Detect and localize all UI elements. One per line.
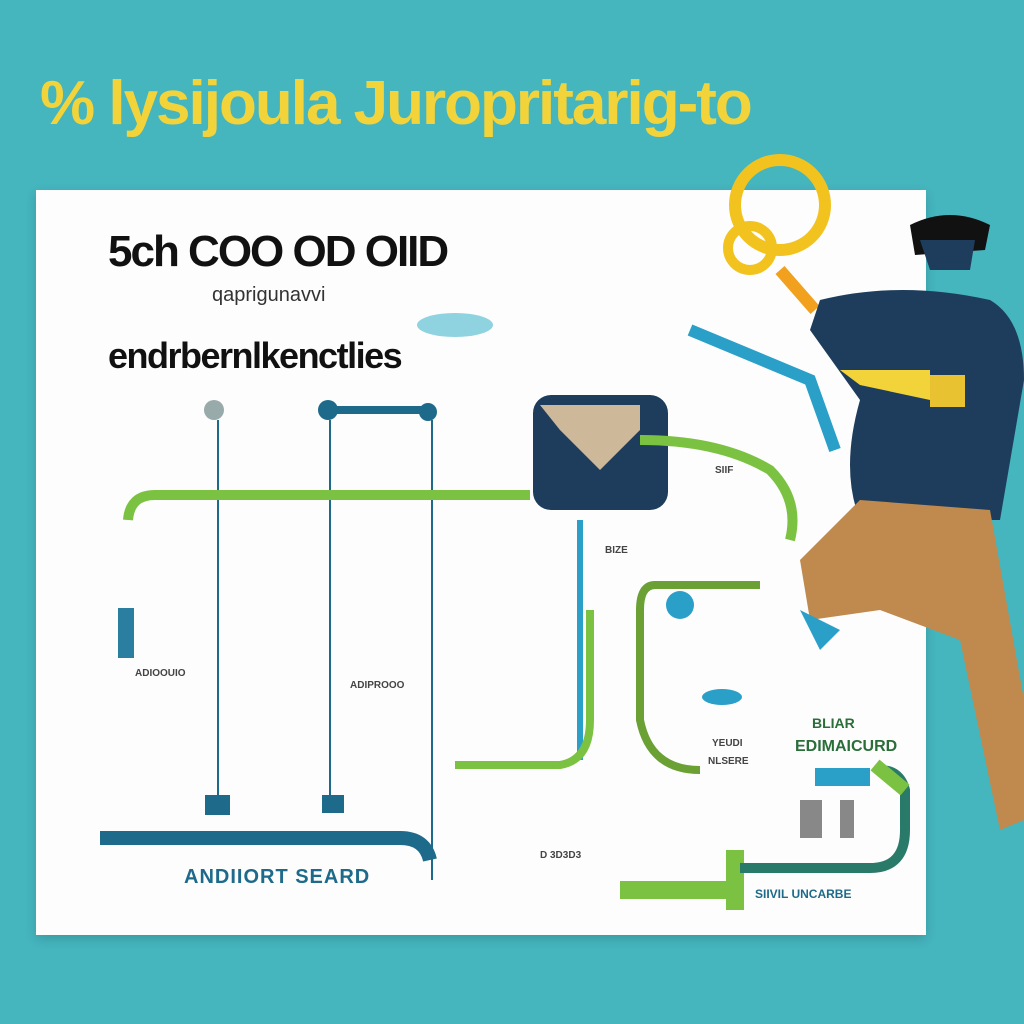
cloud xyxy=(417,313,493,337)
node xyxy=(204,400,224,420)
mid-label: YEUDI xyxy=(712,738,743,749)
green-pipe xyxy=(123,490,530,521)
right-label-main: EDIMAICURD xyxy=(795,738,898,755)
mid-label: ADIOOUIO xyxy=(135,668,186,679)
mid-label: SIIF xyxy=(715,465,734,476)
person-illustration xyxy=(723,154,1024,830)
node xyxy=(419,403,437,421)
board-heading: 5ch COO OD OIID xyxy=(108,227,449,276)
green-pipe xyxy=(455,610,594,769)
valve xyxy=(205,795,230,815)
mid-label: D 3D3D3 xyxy=(540,850,582,861)
board-heading-secondary: endrbernlkenctlies xyxy=(108,335,403,376)
node xyxy=(318,400,338,420)
banner-title: % lysijoula Juropritarig-to xyxy=(40,69,753,138)
mid-label: ADIPROOO xyxy=(350,680,405,691)
board-subheading: qaprigunavvi xyxy=(212,284,326,306)
mid-label: NLSERE xyxy=(708,756,749,767)
valve xyxy=(322,795,344,813)
blue-pipe xyxy=(687,324,841,453)
right-label-bottom: SIIVIL UNCARBE xyxy=(755,887,852,901)
valve xyxy=(118,608,134,658)
green-pipe xyxy=(639,435,798,542)
magnifier-icon xyxy=(729,154,831,256)
right-label-top: BLIAR xyxy=(812,715,855,731)
blue-pipe xyxy=(100,831,437,862)
green-pipe xyxy=(870,759,910,796)
bottom-label: ANDIIORT SEARD xyxy=(184,866,371,888)
mid-label: BIZE xyxy=(605,545,628,556)
diagram-board xyxy=(36,190,926,935)
green-pipe xyxy=(620,850,744,910)
green-pipe xyxy=(636,581,760,774)
